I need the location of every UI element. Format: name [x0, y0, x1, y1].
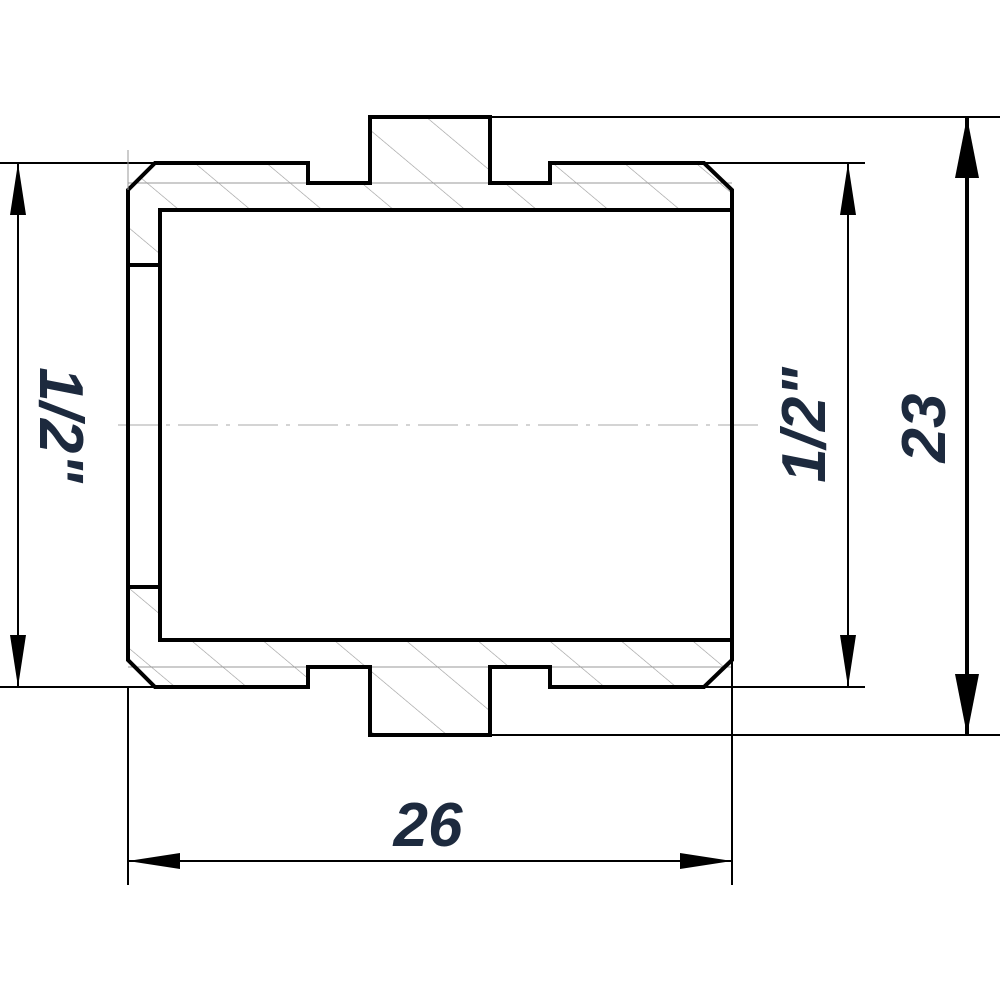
bore-outline	[158, 208, 732, 642]
thread-lines	[128, 182, 732, 668]
dimension-label-right-thread: 1/2"	[770, 366, 839, 483]
dimension-overall-height: 23	[890, 117, 979, 735]
dimension-label-length: 26	[393, 791, 463, 860]
outline-bottom	[126, 587, 734, 737]
outline-top	[126, 115, 734, 640]
section-hatch-top	[128, 117, 732, 735]
dimension-label-height: 23	[890, 394, 959, 464]
dimension-left-thread: 1/2"	[10, 163, 95, 687]
dimension-right-thread: 1/2"	[770, 163, 856, 687]
extension-lines	[0, 116, 1000, 885]
dimension-label-left-thread: 1/2"	[26, 367, 95, 484]
dimension-overall-length: 26	[128, 791, 732, 869]
